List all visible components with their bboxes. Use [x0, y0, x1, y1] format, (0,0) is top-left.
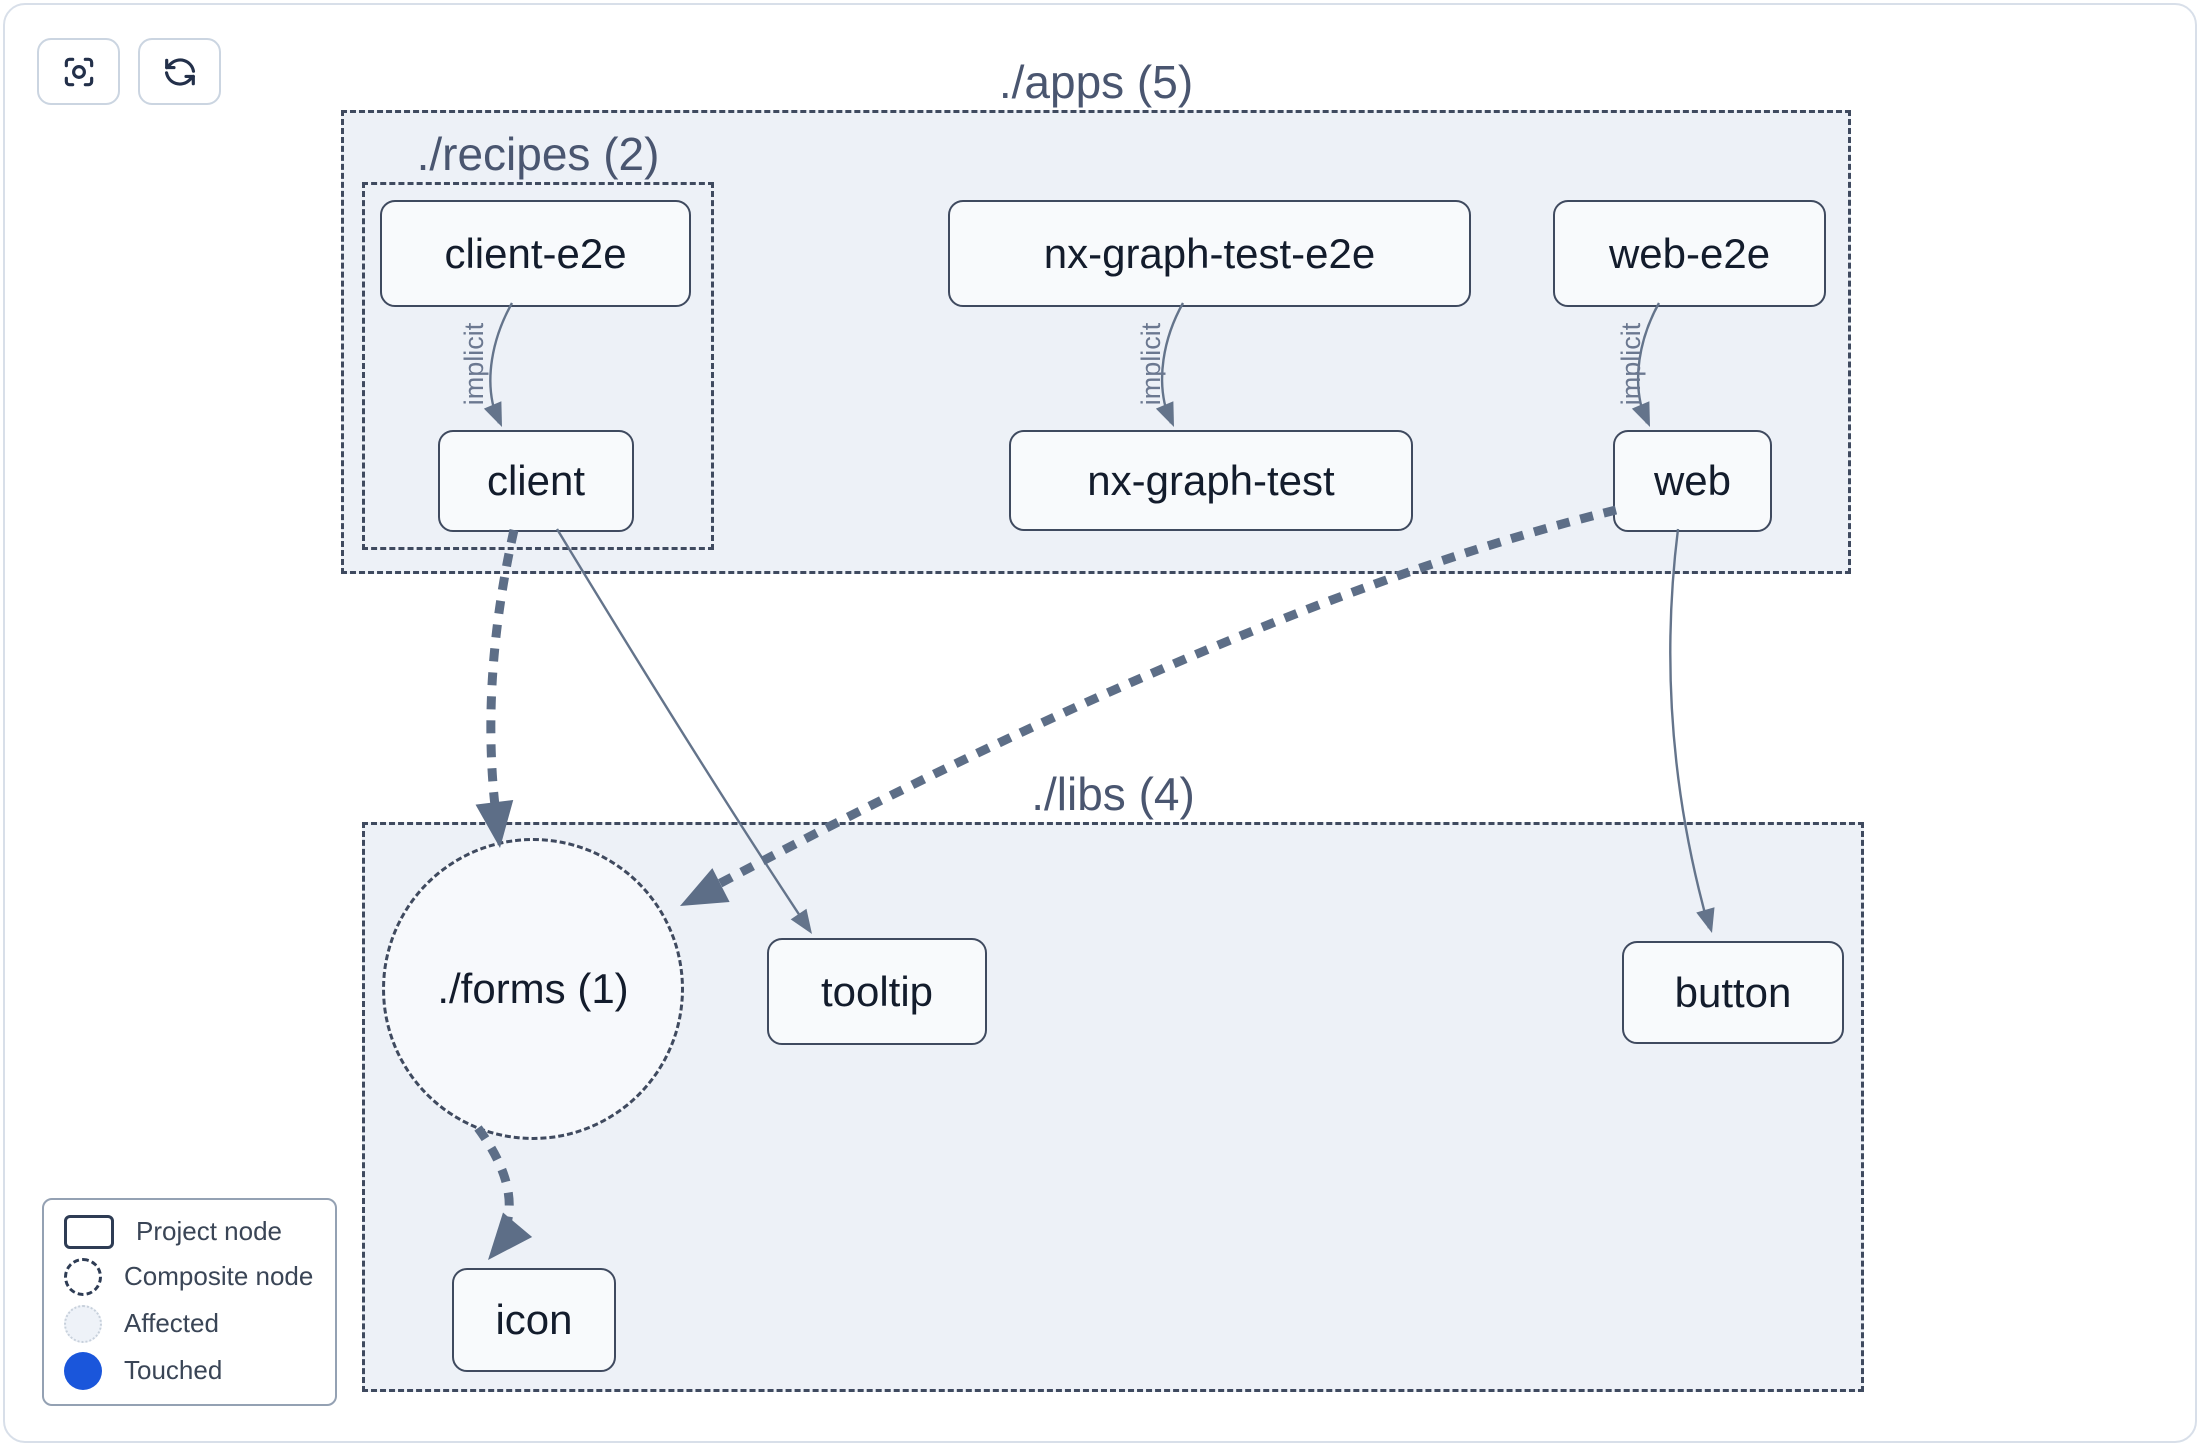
composite-node-forms[interactable]: ./forms (1) — [382, 838, 684, 1140]
legend-item-composite-node: Composite node — [64, 1257, 335, 1296]
refresh-icon — [164, 57, 195, 86]
project-node-icon[interactable]: icon — [452, 1268, 616, 1372]
legend: Project node Composite node Affected Tou… — [42, 1198, 337, 1406]
node-label: nx-graph-test-e2e — [1043, 229, 1376, 277]
group-recipes: ./recipes (2) — [362, 128, 714, 550]
group-libs-label: ./libs (4) — [1031, 768, 1195, 820]
refresh-button[interactable] — [138, 38, 221, 105]
project-node-swatch-icon — [64, 1214, 114, 1249]
legend-item-touched: Touched — [64, 1351, 335, 1390]
node-label: web-e2e — [1608, 229, 1771, 277]
project-node-web-e2e[interactable]: web-e2e — [1553, 200, 1826, 307]
legend-label: Affected — [124, 1308, 219, 1338]
legend-label: Touched — [124, 1355, 223, 1385]
legend-item-project-node: Project node — [64, 1214, 335, 1249]
touched-swatch-icon — [64, 1351, 102, 1390]
project-node-client-e2e[interactable]: client-e2e — [380, 200, 691, 307]
legend-label: Composite node — [124, 1261, 314, 1291]
zoom-to-fit-button[interactable] — [37, 38, 120, 105]
composite-node-swatch-icon — [64, 1257, 102, 1296]
node-label: client — [486, 457, 586, 504]
canvas-frame — [3, 3, 2197, 1443]
affected-swatch-icon — [64, 1304, 102, 1343]
node-label: icon — [495, 1296, 573, 1343]
node-label: button — [1674, 968, 1792, 1016]
project-node-tooltip[interactable]: tooltip — [767, 938, 987, 1045]
legend-label: Project node — [136, 1216, 282, 1246]
composite-node-forms-label: ./forms (1) — [437, 965, 629, 1012]
project-node-button[interactable]: button — [1622, 941, 1844, 1044]
legend-item-affected: Affected — [64, 1304, 335, 1343]
project-node-nx-graph-test-e2e[interactable]: nx-graph-test-e2e — [948, 200, 1471, 307]
project-node-nx-graph-test[interactable]: nx-graph-test — [1009, 430, 1413, 531]
group-apps-label: ./apps (5) — [998, 56, 1194, 108]
focus-icon — [64, 57, 93, 86]
node-label: client-e2e — [444, 229, 627, 277]
node-label: tooltip — [820, 967, 934, 1015]
node-label: web — [1653, 457, 1732, 504]
group-recipes-label: ./recipes (2) — [416, 128, 660, 180]
project-node-web[interactable]: web — [1613, 430, 1772, 532]
project-node-client[interactable]: client — [438, 430, 634, 532]
node-label: nx-graph-test — [1087, 456, 1335, 504]
